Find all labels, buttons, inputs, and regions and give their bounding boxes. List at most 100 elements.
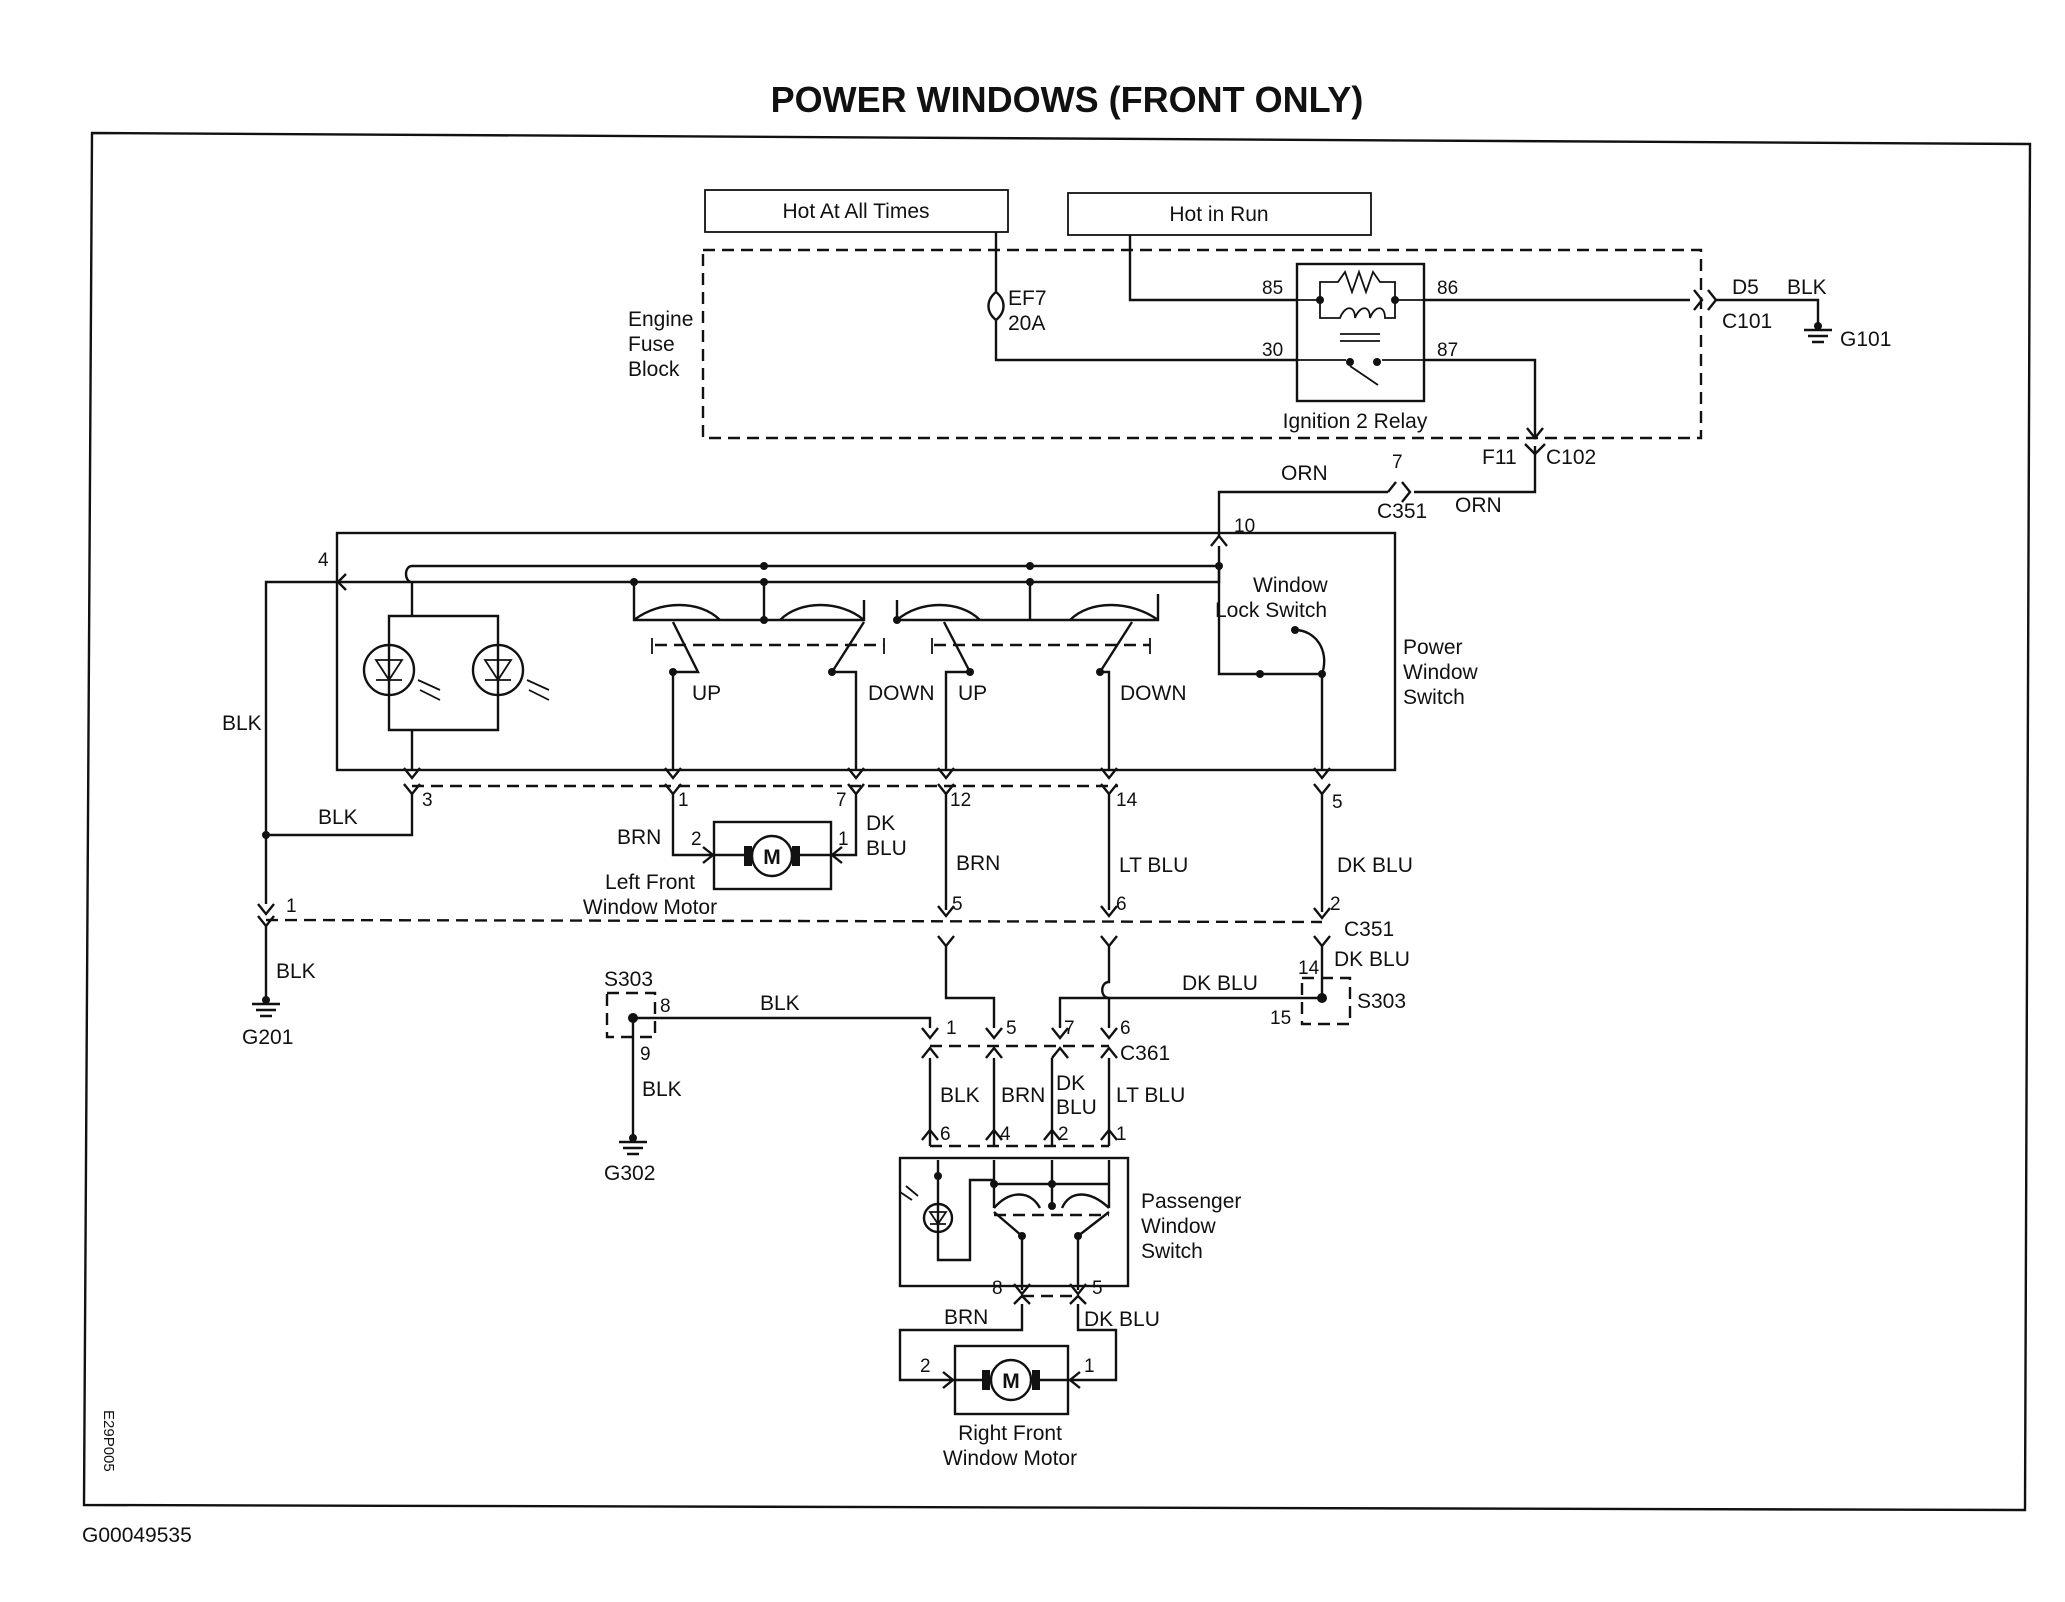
fuse-id: EF7	[1008, 287, 1047, 310]
pin-14: 14	[1116, 790, 1138, 811]
passenger-switch-label-2: Window	[1141, 1215, 1217, 1238]
passenger-led	[922, 1202, 954, 1234]
fuse-ef7-symbol	[987, 291, 1005, 322]
connector-c351-dashed	[265, 918, 1323, 924]
pin-5-pass: 5	[1092, 1278, 1103, 1299]
relay-coil	[1297, 269, 1424, 319]
relay-contacts	[1297, 359, 1424, 386]
rf-motor-symbol-circle	[989, 1358, 1033, 1402]
lf-motor-pin-2: 2	[691, 829, 702, 850]
switch-bus-top	[412, 546, 1221, 568]
pin-4: 4	[318, 550, 329, 571]
pin-7-c361: 7	[1064, 1018, 1075, 1039]
wire-color-blu-pass: BLU	[1056, 1096, 1097, 1119]
wire-color-orn-1: ORN	[1281, 462, 1328, 485]
wire-s303-blk	[633, 1016, 932, 1028]
pin-1-c361: 1	[946, 1018, 957, 1039]
wire-color-dk-lf: DK	[866, 812, 895, 835]
switch-up-right	[942, 621, 972, 770]
wire-color-blk-c101: BLK	[1787, 276, 1827, 299]
window-lock-switch-label-1: Window	[1253, 574, 1329, 597]
window-lock-switch-label-2: Lock Switch	[1215, 599, 1327, 622]
rf-motor-label-1: Right Front	[958, 1422, 1062, 1445]
ground-g201-symbol	[252, 1002, 280, 1018]
passenger-switch-label-1: Passenger	[1141, 1190, 1241, 1213]
pin-14-s303: 14	[1298, 958, 1320, 979]
fuse-rating: 20A	[1008, 312, 1045, 335]
engine-fuse-block	[701, 248, 1703, 440]
wire-color-ltblu-14: LT BLU	[1119, 854, 1188, 877]
wire-color-brn-rf: BRN	[944, 1306, 988, 1329]
window-lock-switch	[1217, 566, 1326, 770]
fuse-block-label-2: Fuse	[628, 333, 675, 356]
switch-bus-2	[632, 566, 1221, 600]
switch-down-label-2: DOWN	[1120, 682, 1187, 705]
rf-motor-pin-1: 1	[1084, 1356, 1095, 1377]
led-left	[362, 643, 416, 697]
wire-color-brn-lf: BRN	[617, 826, 661, 849]
lf-motor-label-1: Left Front	[605, 871, 695, 894]
splice-s303-right-label: S303	[1357, 990, 1406, 1013]
outer-frame	[82, 131, 2032, 1512]
pin-2-c351: 2	[1330, 894, 1341, 915]
pin-6-c361: 6	[1120, 1018, 1131, 1039]
switch-up-label-1: UP	[692, 682, 721, 705]
rf-motor-symbol: M	[1002, 1370, 1020, 1393]
wire-color-blk-pin3: BLK	[318, 806, 358, 829]
power-window-switch-label-3: Switch	[1403, 686, 1465, 709]
pin-10: 10	[1234, 516, 1255, 537]
splice-s303-left	[605, 991, 657, 1039]
connector-c361: C361	[1120, 1042, 1170, 1065]
ignition-2-relay	[1295, 262, 1426, 403]
connector-c102-symbol	[1524, 443, 1546, 456]
pin-15-s303: 15	[1270, 1008, 1291, 1029]
switch-contacts-left	[632, 582, 866, 622]
wire-color-brn-pass: BRN	[1001, 1084, 1045, 1107]
led-rays	[417, 679, 550, 701]
pin-5-lock: 5	[1332, 792, 1343, 813]
pin-8-s303: 8	[660, 996, 671, 1017]
connector-d5: D5	[1732, 276, 1759, 299]
pin-7-c351: 7	[1392, 452, 1403, 473]
fuse-block-label-1: Engine	[628, 308, 693, 331]
led-right	[471, 643, 525, 697]
switch-up-label-2: UP	[958, 682, 987, 705]
wire-color-dkblu-rf: DK BLU	[1084, 1308, 1160, 1331]
wire-rf-motor-dkblu	[1068, 1304, 1118, 1389]
pin-2-pass: 2	[1058, 1124, 1069, 1145]
passenger-switch-label-3: Switch	[1141, 1240, 1203, 1263]
switch-down-right	[1097, 621, 1134, 770]
wire-fuse-to-relay-30	[994, 320, 1297, 362]
ground-g101-symbol	[1804, 328, 1832, 344]
pin-3: 3	[422, 790, 433, 811]
wire-color-blk-g201: BLK	[276, 960, 316, 983]
switch-up-left	[671, 621, 700, 770]
wire-hot-in-run	[1128, 235, 1297, 302]
connector-c351-bottom: C351	[1344, 918, 1394, 941]
power-window-switch-label-2: Window	[1403, 661, 1479, 684]
rf-motor-label-2: Window Motor	[943, 1447, 1077, 1470]
lf-motor-symbol: M	[763, 846, 781, 869]
power-window-switch-label-1: Power	[1403, 636, 1463, 659]
relay-pin-85: 85	[1262, 278, 1283, 299]
ground-g302: G302	[604, 1162, 655, 1185]
wire-color-orn-2: ORN	[1455, 494, 1502, 517]
wire-color-blk-pin4: BLK	[222, 712, 262, 735]
connector-c351-top: C351	[1377, 500, 1427, 523]
switch-contacts-right	[895, 594, 1160, 622]
wire-color-blu-lf: BLU	[866, 837, 907, 860]
diagram-title: POWER WINDOWS (FRONT ONLY)	[771, 79, 1364, 120]
hot-in-run-box	[1067, 192, 1372, 236]
connector-c101: C101	[1722, 310, 1772, 333]
pin-9-s303: 9	[640, 1044, 651, 1065]
relay-core	[1340, 333, 1380, 342]
wire-color-dk-pass: DK	[1056, 1072, 1085, 1095]
pin-1-pass: 1	[1116, 1124, 1127, 1145]
power-window-switch	[335, 531, 1397, 772]
led-frame	[387, 582, 500, 770]
connector-c102: C102	[1546, 446, 1596, 469]
relay-pin-86: 86	[1437, 278, 1458, 299]
switch-down-label-1: DOWN	[868, 682, 935, 705]
hot-at-all-times-box	[704, 189, 1009, 233]
